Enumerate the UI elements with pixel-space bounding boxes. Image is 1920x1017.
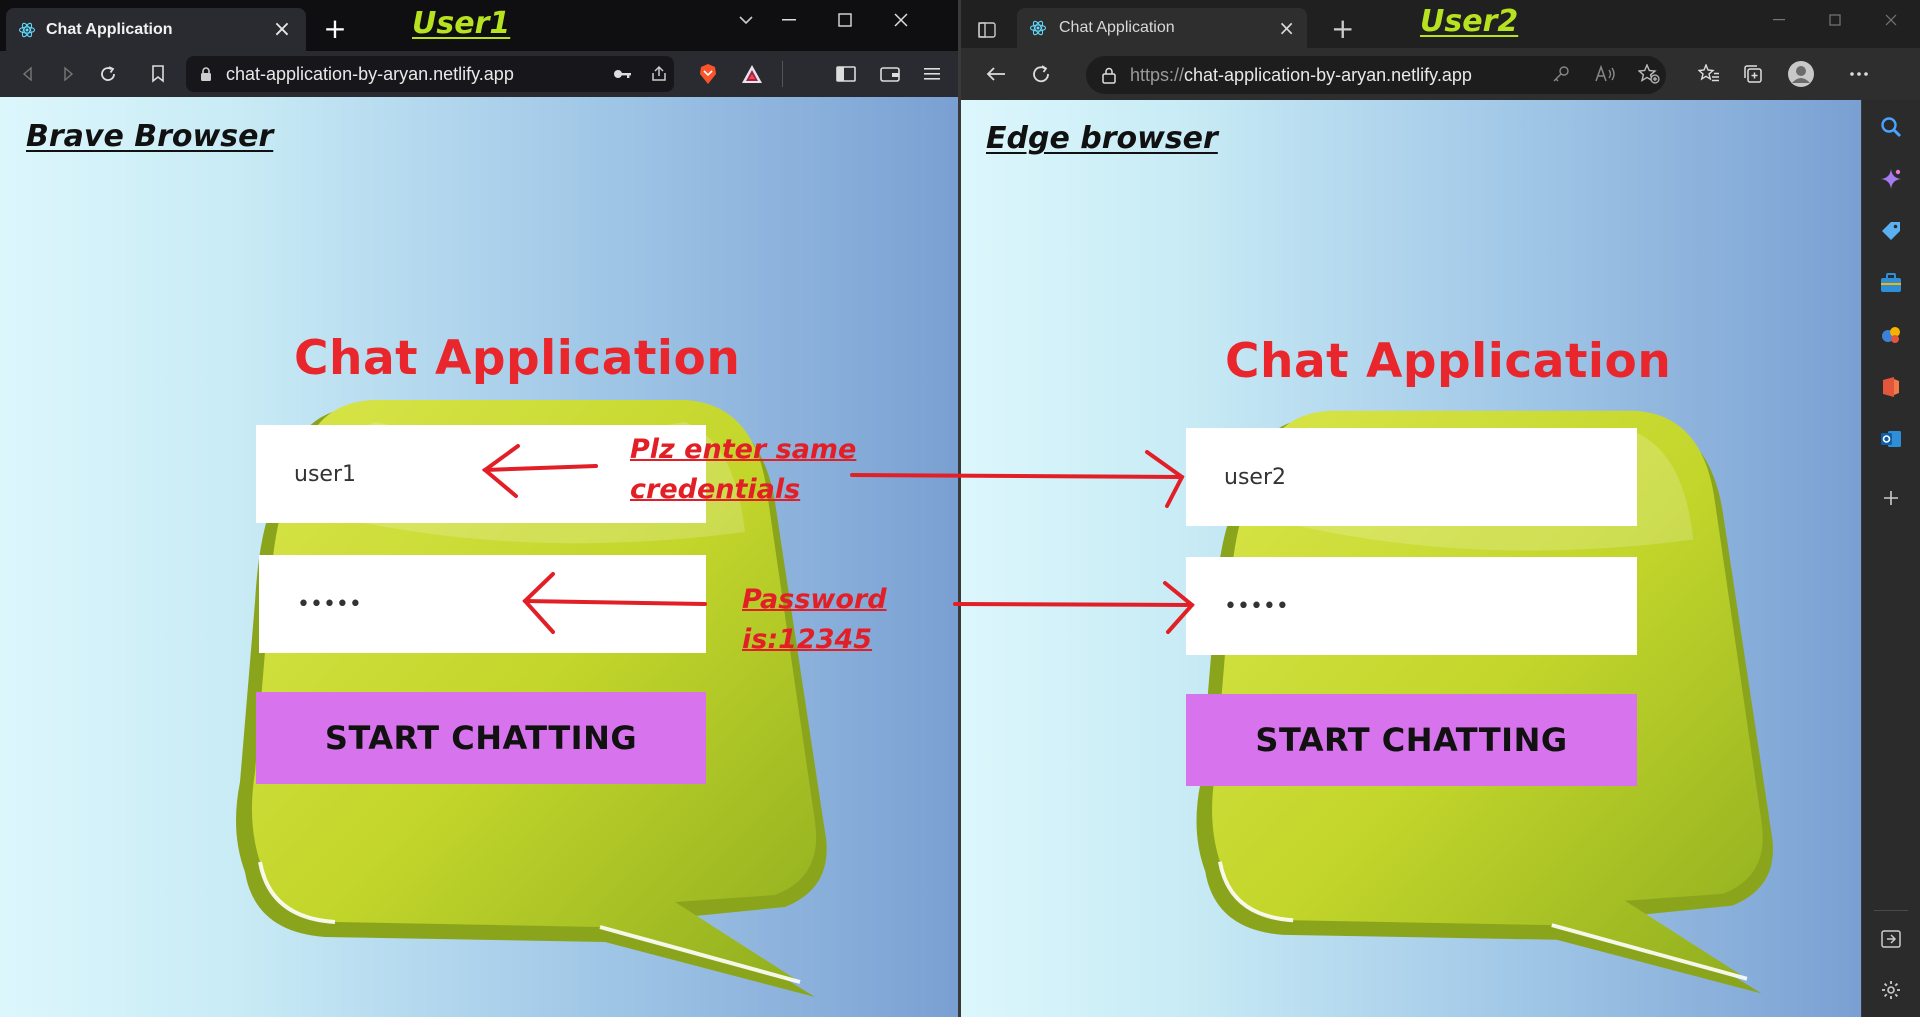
start-chatting-button[interactable]: START CHATTING [256, 692, 706, 784]
add-favorite-icon[interactable] [1633, 58, 1665, 90]
favorites-icon[interactable] [1693, 58, 1725, 90]
settings-icon[interactable] [1878, 977, 1904, 1003]
edge-toolbar: https:// chat-application-by-aryan.netli… [961, 48, 1920, 100]
react-favicon-icon [18, 22, 36, 37]
brave-shields-icon[interactable] [692, 58, 724, 90]
credentials-note-line-2: credentials [630, 474, 801, 505]
brave-address-bar[interactable]: chat-application-by-aryan.netlify.app [186, 56, 674, 92]
reload-icon[interactable] [1025, 58, 1057, 90]
browser-label: Edge browser [986, 121, 1218, 156]
username-input[interactable] [256, 425, 706, 523]
react-favicon-icon [1029, 20, 1047, 36]
maximize-icon[interactable] [817, 0, 873, 40]
outlook-icon[interactable] [1878, 426, 1904, 452]
password-note: Password is:12345 [742, 580, 887, 660]
edge-address-bar[interactable]: https:// chat-application-by-aryan.netli… [1086, 56, 1666, 94]
edge-sidebar [1861, 100, 1920, 1017]
password-key-icon[interactable] [1545, 58, 1577, 90]
password-note-line-2: is:12345 [742, 624, 873, 655]
window-split-divider [958, 0, 961, 1017]
tab-title: Chat Application [1059, 19, 1175, 36]
password-input[interactable] [259, 555, 706, 653]
app-title: Chat Application [1225, 334, 1672, 389]
credentials-note: Plz enter same credentials [630, 430, 856, 510]
new-tab-button[interactable]: + [323, 12, 347, 45]
edge-tab-strip: Chat Application × + [961, 0, 1920, 48]
brave-page-content: Brave Browser Chat Application START CHA… [0, 97, 958, 1017]
minimize-icon[interactable] [1751, 0, 1807, 40]
maximize-icon[interactable] [1807, 0, 1863, 40]
app-title: Chat Application [294, 331, 741, 386]
bookmark-icon[interactable] [142, 58, 174, 90]
lock-icon [1102, 67, 1116, 84]
username-input[interactable] [1186, 428, 1637, 526]
brave-toolbar: chat-application-by-aryan.netlify.app [0, 51, 958, 97]
profile-avatar-icon[interactable] [1785, 58, 1817, 90]
new-tab-button[interactable]: + [1331, 12, 1355, 45]
tab-search-chevron-icon[interactable] [731, 0, 761, 40]
sidebar-divider [1874, 910, 1908, 911]
collections-icon[interactable] [1737, 58, 1769, 90]
reload-icon[interactable] [92, 58, 124, 90]
forward-icon[interactable] [52, 58, 84, 90]
search-icon[interactable] [1878, 114, 1904, 140]
brave-window-controls [731, 0, 929, 40]
password-note-line-1: Password [742, 584, 887, 615]
sidebar-toggle-icon[interactable] [830, 58, 862, 90]
close-window-icon[interactable] [1863, 0, 1919, 40]
add-icon[interactable] [1878, 485, 1904, 511]
tab-title: Chat Application [46, 20, 173, 38]
office-icon[interactable] [1878, 374, 1904, 400]
user1-annotation-label: User1 [412, 6, 511, 41]
url-host: chat-application-by-aryan.netlify.app [1184, 64, 1472, 85]
close-tab-icon[interactable]: × [272, 16, 292, 42]
minimize-icon[interactable] [761, 0, 817, 40]
password-key-icon[interactable] [606, 58, 638, 90]
more-options-icon[interactable] [1843, 58, 1875, 90]
menu-icon[interactable] [916, 58, 948, 90]
url-text: chat-application-by-aryan.netlify.app [226, 63, 514, 84]
brave-rewards-icon[interactable] [736, 58, 768, 90]
edge-tab-chat-application[interactable]: Chat Application × [1017, 8, 1307, 48]
back-icon[interactable] [980, 58, 1012, 90]
browser-label: Brave Browser [26, 119, 274, 154]
back-icon[interactable] [12, 58, 44, 90]
shopping-tag-icon[interactable] [1878, 218, 1904, 244]
password-input[interactable] [1186, 557, 1637, 655]
sidebar-collapse-icon[interactable] [1878, 926, 1904, 952]
close-window-icon[interactable] [873, 0, 929, 40]
close-tab-icon[interactable]: × [1278, 16, 1295, 40]
url-scheme: https:// [1130, 64, 1185, 85]
tools-icon[interactable] [1878, 270, 1904, 296]
edge-page-content: Edge browser Chat Application START CHAT… [961, 100, 1861, 1017]
toolbar-divider [782, 61, 783, 87]
edge-browser-window: Chat Application × + https:// chat-appli… [961, 0, 1920, 1017]
credentials-note-line-1: Plz enter same [630, 434, 857, 465]
read-aloud-icon[interactable] [1589, 58, 1621, 90]
share-icon[interactable] [643, 58, 675, 90]
games-icon[interactable] [1878, 322, 1904, 348]
start-chatting-button[interactable]: START CHATTING [1186, 694, 1637, 786]
brave-tab-strip: Chat Application × + [0, 0, 958, 51]
copilot-icon[interactable] [1878, 166, 1904, 192]
wallet-icon[interactable] [874, 58, 906, 90]
lock-icon [201, 66, 211, 81]
tab-actions-icon[interactable] [971, 14, 1003, 46]
edge-window-controls [1751, 0, 1919, 40]
user2-annotation-label: User2 [1420, 4, 1519, 39]
brave-tab-chat-application[interactable]: Chat Application × [6, 8, 306, 51]
